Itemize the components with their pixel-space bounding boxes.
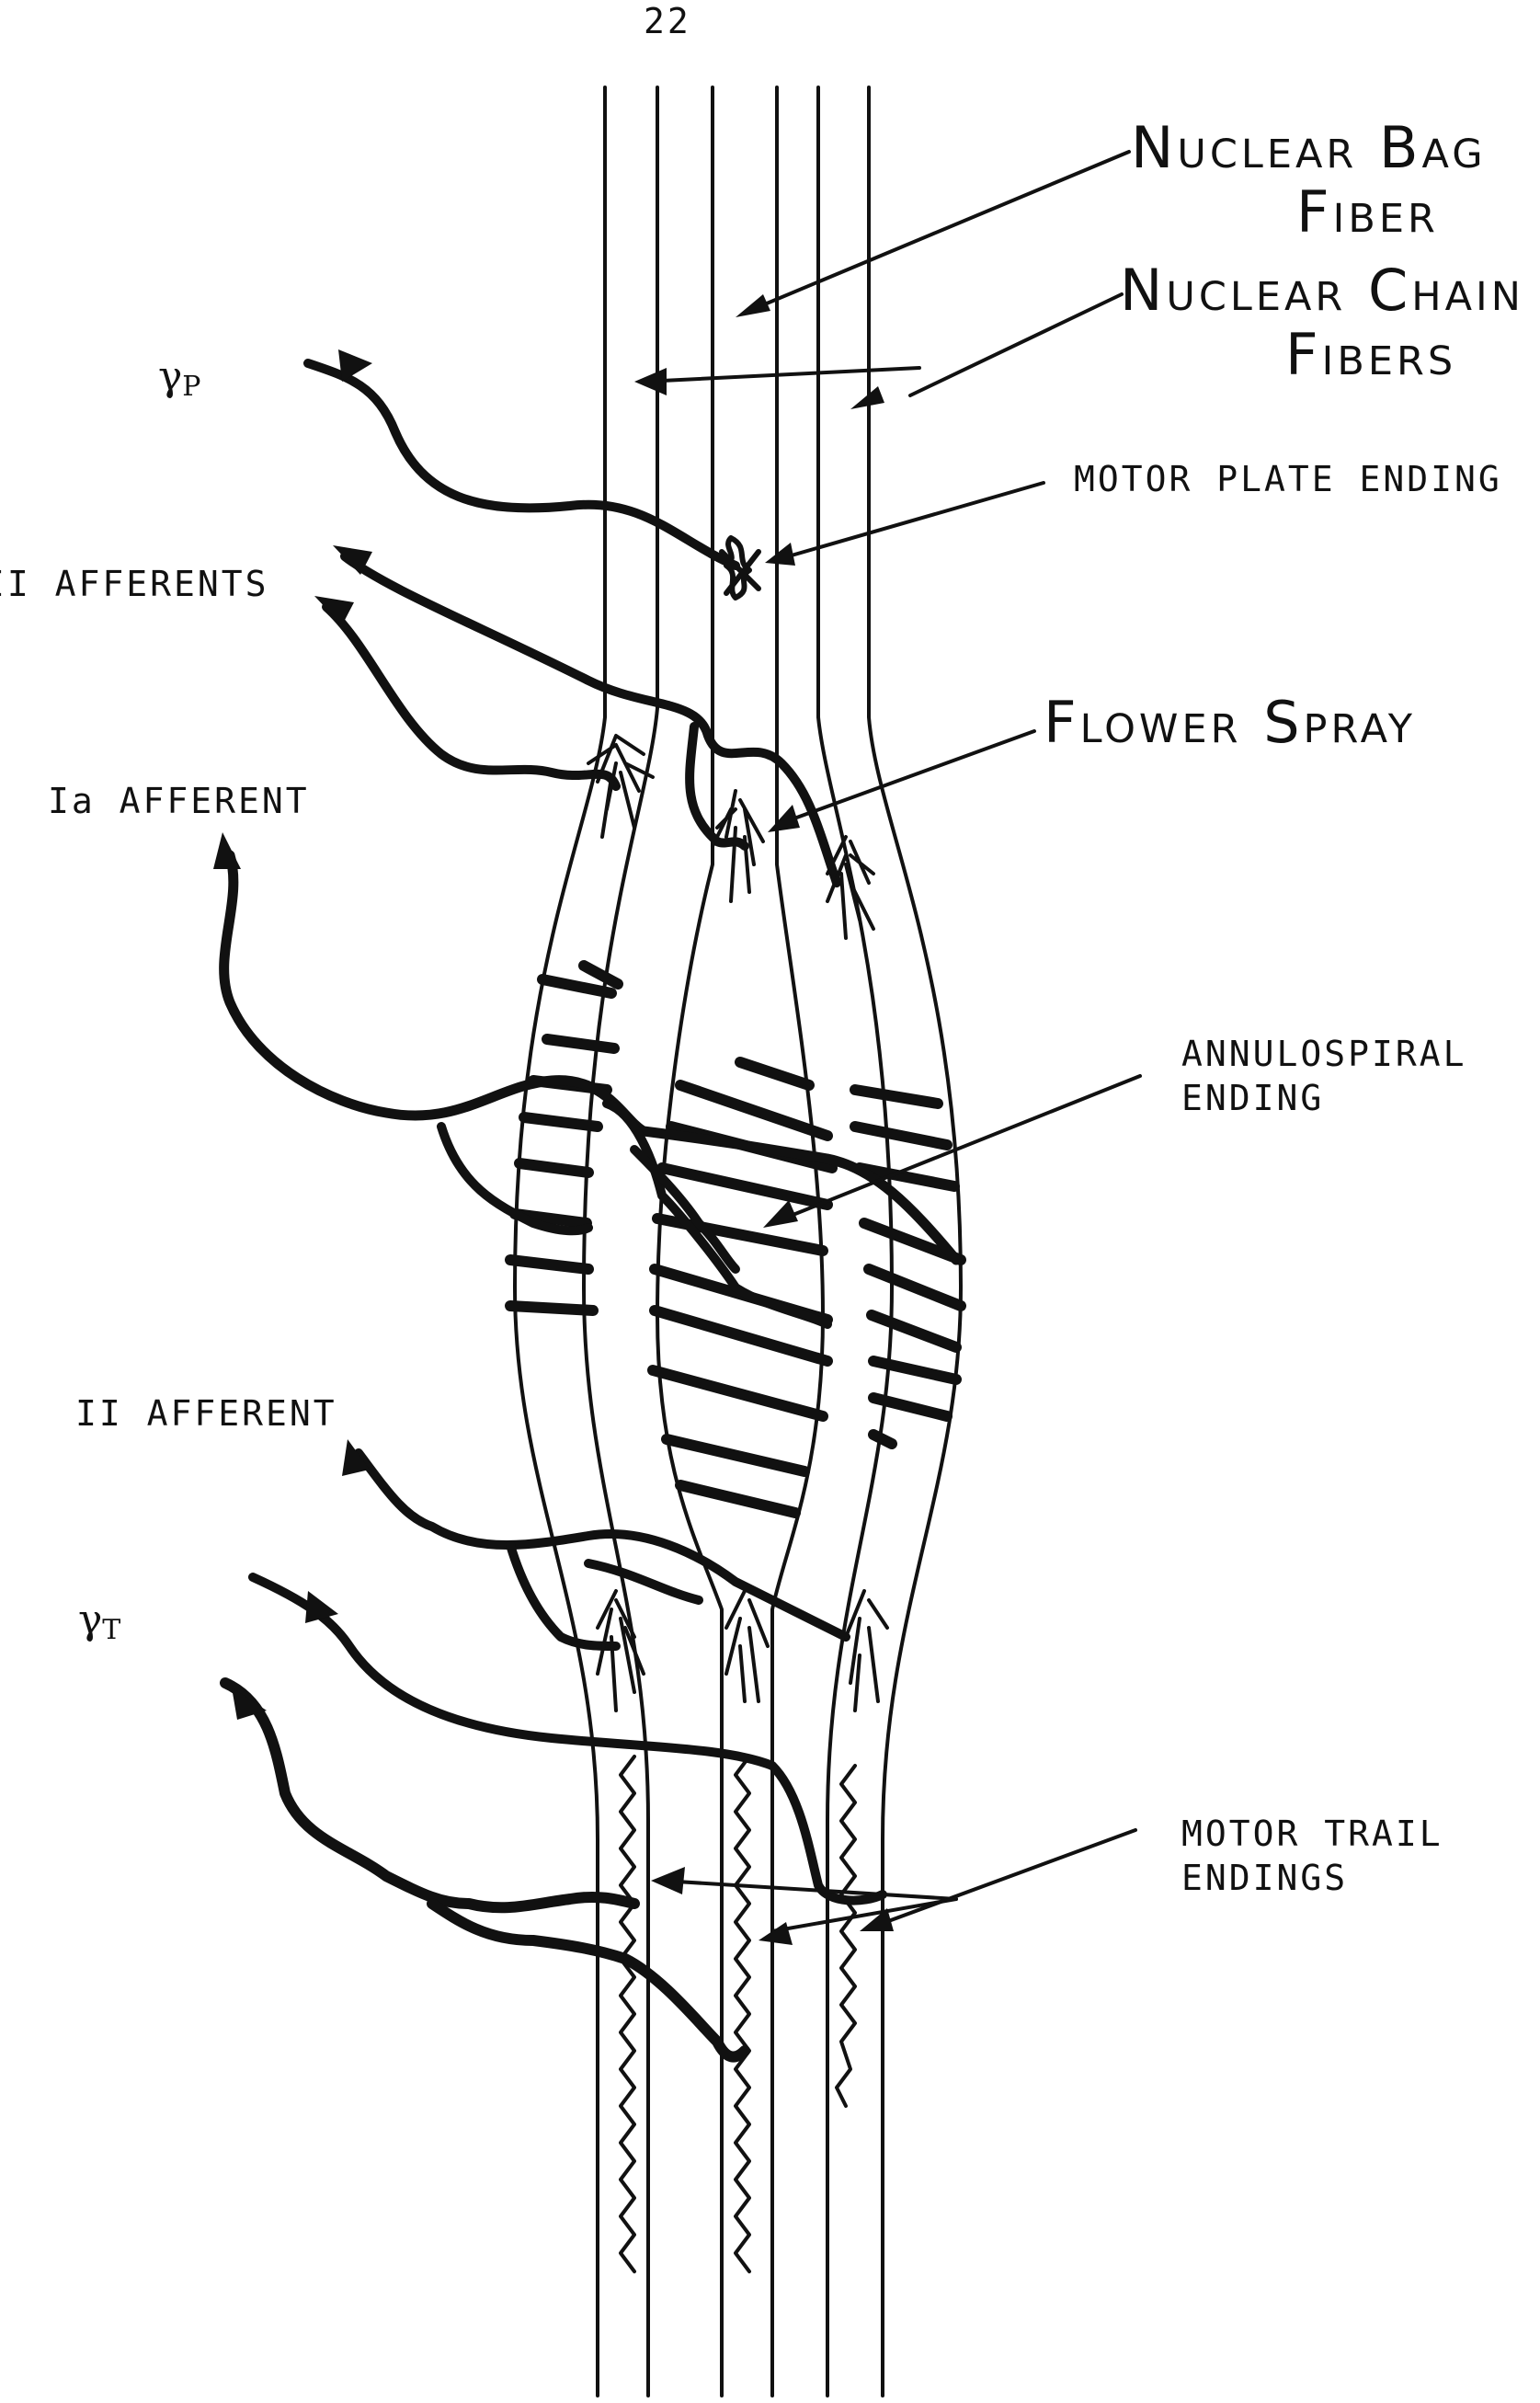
fiber-line xyxy=(770,86,825,2397)
fiber-line xyxy=(816,86,894,2397)
arrowhead xyxy=(765,543,795,566)
nuclear-chain-fibers-label: Nuclear Chain Fibers xyxy=(1120,257,1524,388)
arrowhead xyxy=(768,805,800,832)
ii-afferent-branch-1 xyxy=(506,1540,621,1651)
flower-spray-label: Flower Spray xyxy=(1044,689,1416,756)
ia-afferent-branch-1 xyxy=(437,1122,593,1236)
gamma-p-axon xyxy=(303,359,740,570)
annulospiral-ending-label: ANNULOSPIRAL ENDING xyxy=(1181,1034,1467,1118)
flower-spray-endings xyxy=(587,734,875,940)
fiber-line xyxy=(513,86,607,2397)
motor-plate-ending xyxy=(719,535,761,601)
gamma-t-label: γT xyxy=(78,1596,121,1646)
arrowhead xyxy=(305,1591,338,1623)
arrowhead xyxy=(736,294,770,317)
gamma-t-axon-2 xyxy=(220,1677,640,1914)
motor-plate-ending-label: MOTOR PLATE ENDING xyxy=(1074,459,1502,499)
lower-flower-spray-endings xyxy=(596,1589,889,1712)
arrowhead xyxy=(342,1439,370,1476)
page-number: 22 xyxy=(644,1,691,41)
nuclear-bag-fiber-label: Nuclear Bag Fiber xyxy=(1131,114,1487,246)
arrowhead xyxy=(213,832,241,869)
arrowhead xyxy=(333,545,372,575)
ia-afferent-label: Ia AFFERENT xyxy=(48,781,310,821)
arrowhead xyxy=(850,386,884,409)
arrowhead xyxy=(763,1200,798,1228)
leader-lines xyxy=(642,150,1142,1933)
arrowhead xyxy=(860,1908,894,1931)
motor-trail-endings xyxy=(619,1755,857,2273)
arrowhead xyxy=(314,596,354,625)
group-ii-afferents-label: II AFFERENTS xyxy=(0,564,269,604)
ii-afferent-label: II AFFERENT xyxy=(75,1393,337,1434)
arrowhead xyxy=(232,1688,267,1720)
arrowhead xyxy=(651,1867,685,1894)
gamma-t-axon-1 xyxy=(248,1573,887,1905)
arrowhead xyxy=(634,368,667,395)
gamma-t-axon-3 xyxy=(427,1898,750,2063)
gamma-p-label: γP xyxy=(158,353,201,403)
arrowhead xyxy=(338,349,372,382)
fiber-line xyxy=(656,86,724,2397)
arrowhead xyxy=(759,1922,793,1945)
intrafusal-fibers xyxy=(513,86,963,2397)
fiber-line xyxy=(582,86,659,2397)
motor-trail-endings-label: MOTOR TRAIL ENDINGS xyxy=(1181,1814,1443,1898)
ia-afferent-branch-3 xyxy=(630,1145,740,1274)
arrowheads xyxy=(213,294,894,1945)
fiber-line xyxy=(867,86,963,2397)
ii-afferent-axon xyxy=(354,1448,850,1642)
ia-afferent-branch-2 xyxy=(602,1099,832,1329)
annulospiral-coils xyxy=(505,960,966,1518)
ia-afferent-axon xyxy=(219,850,962,1265)
upper-afferent-axon-1 xyxy=(340,552,841,887)
upper-afferent-axon-2 xyxy=(322,602,621,791)
ii-afferent-branch-2 xyxy=(584,1559,703,1605)
